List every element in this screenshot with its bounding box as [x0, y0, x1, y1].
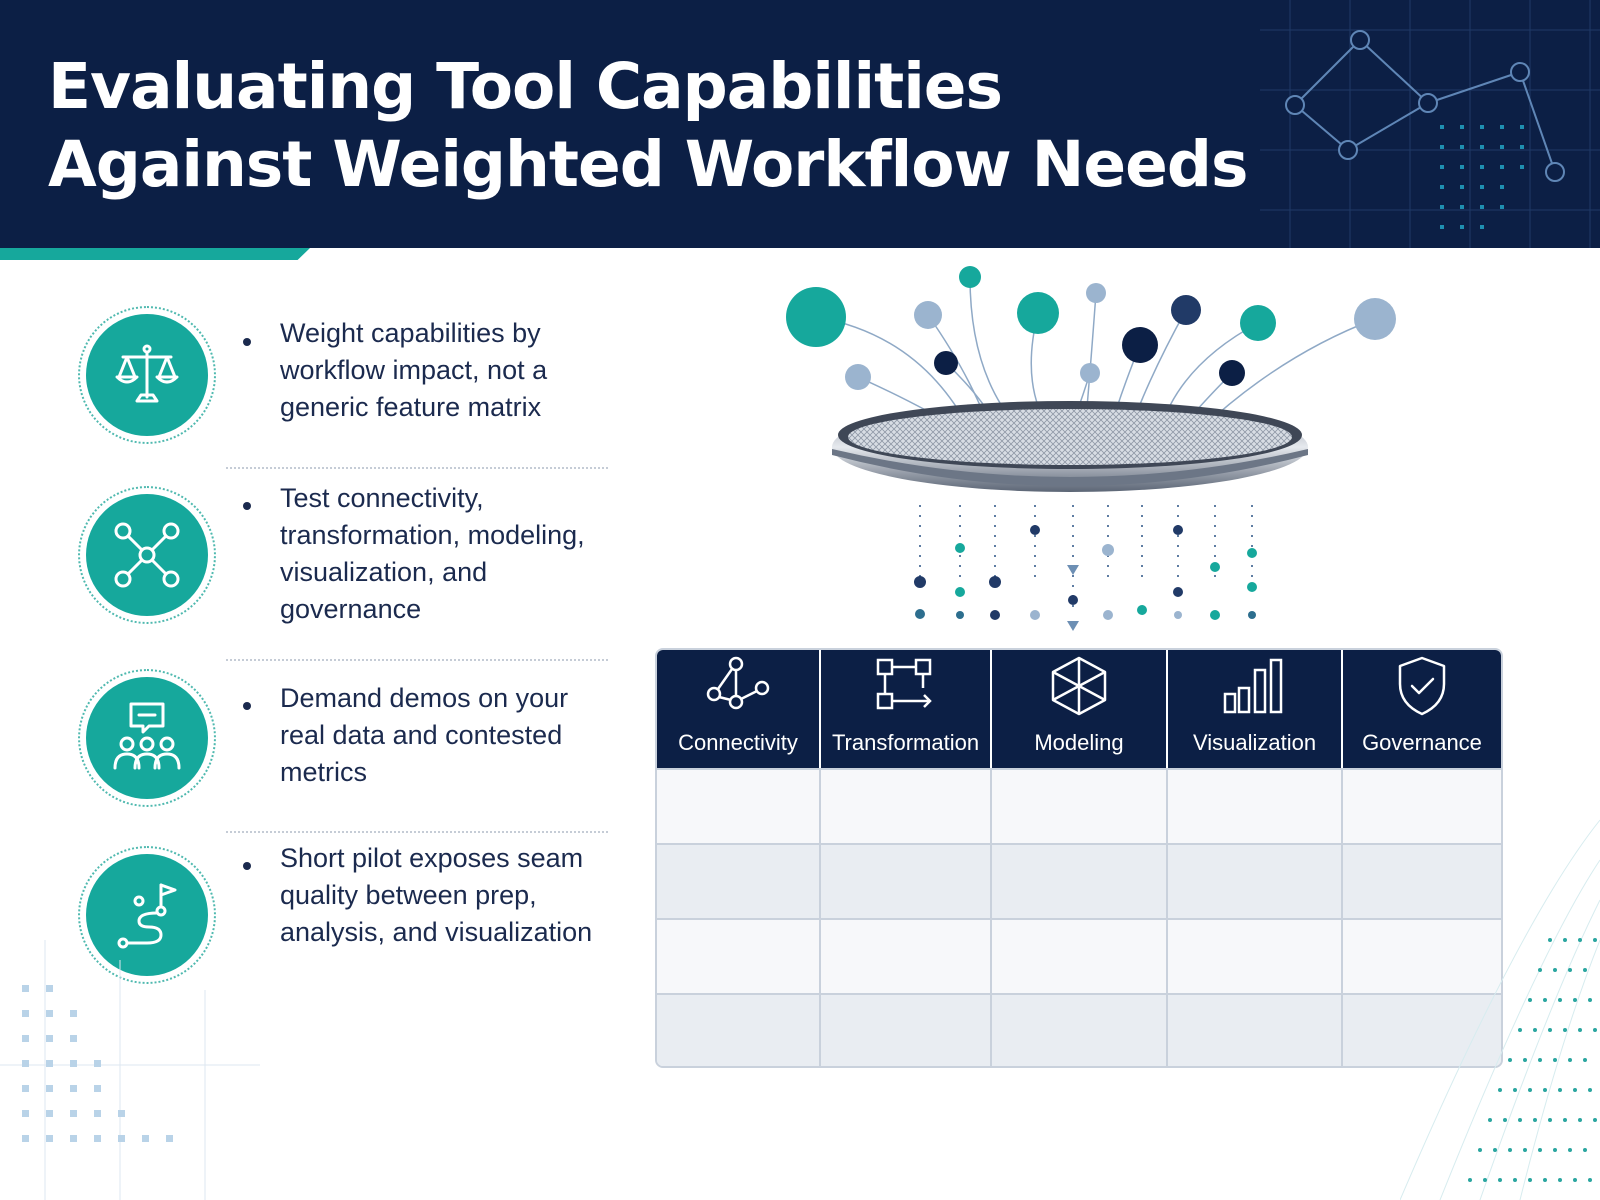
matrix-cell — [1343, 995, 1501, 1066]
page-title: Evaluating Tool Capabilities Against Wei… — [48, 48, 1248, 204]
matrix-cell — [821, 920, 992, 993]
matrix-cell — [657, 995, 821, 1066]
modeling-cube-icon — [1051, 656, 1107, 716]
network-graph-decoration — [1260, 0, 1600, 248]
matrix-cell — [992, 770, 1168, 843]
bullet-text: Weight capabilities by workflow impact, … — [280, 318, 548, 422]
capability-matrix: Connectivity Transformation Modeling — [655, 648, 1503, 1068]
bullet-text: Demand demos on your real data and conte… — [280, 683, 569, 787]
matrix-cell — [821, 995, 992, 1066]
header-banner: Evaluating Tool Capabilities Against Wei… — [0, 0, 1600, 248]
divider — [226, 831, 608, 833]
winding-path-flag-icon — [78, 846, 216, 984]
balance-scale-icon — [78, 306, 216, 444]
bullet-marker — [243, 338, 251, 346]
matrix-cell — [992, 845, 1168, 918]
column-header-governance: Governance — [1343, 650, 1501, 768]
bar-chart-icon — [1223, 658, 1282, 714]
team-chat-icon — [78, 669, 216, 807]
column-header-connectivity: Connectivity — [657, 650, 821, 768]
divider — [226, 467, 608, 469]
bullet-text: Short pilot exposes seam quality between… — [280, 843, 593, 947]
divider — [226, 659, 608, 661]
column-label: Visualization — [1192, 730, 1317, 755]
matrix-cell — [1168, 770, 1343, 843]
matrix-row — [657, 918, 1501, 993]
title-line-2: Against Weighted Workflow Needs — [48, 128, 1248, 201]
bullet-marker — [243, 502, 251, 510]
matrix-cell — [1343, 770, 1501, 843]
column-header-transformation: Transformation — [821, 650, 992, 768]
column-label: Transformation — [831, 730, 980, 755]
matrix-row — [657, 993, 1501, 1066]
matrix-cell — [992, 920, 1168, 993]
matrix-cell — [821, 770, 992, 843]
matrix-cell — [1343, 845, 1501, 918]
bullet-marker — [243, 702, 251, 710]
column-header-modeling: Modeling — [992, 650, 1168, 768]
matrix-cell — [1343, 920, 1501, 993]
connectivity-icon — [706, 656, 770, 710]
bullet-marker — [243, 862, 251, 870]
bullet-text: Test connectivity, transformation, model… — [280, 483, 585, 624]
transformation-icon — [876, 658, 932, 710]
matrix-cell — [657, 770, 821, 843]
matrix-row — [657, 843, 1501, 918]
sieve-illustration — [786, 266, 1396, 631]
column-label: Connectivity — [678, 730, 798, 755]
matrix-cell — [821, 845, 992, 918]
matrix-cell — [992, 995, 1168, 1066]
title-line-1: Evaluating Tool Capabilities — [48, 50, 1003, 123]
matrix-cell — [657, 920, 821, 993]
matrix-cell — [1168, 845, 1343, 918]
column-label: Modeling — [1034, 730, 1124, 755]
column-header-visualization: Visualization — [1168, 650, 1343, 768]
shield-check-icon — [1398, 656, 1446, 716]
matrix-row — [657, 768, 1501, 843]
matrix-cell — [657, 845, 821, 918]
matrix-header-row: Connectivity Transformation Modeling — [657, 650, 1501, 768]
accent-strip — [0, 248, 310, 260]
network-nodes-icon — [78, 486, 216, 624]
matrix-cell — [1168, 995, 1343, 1066]
matrix-cell — [1168, 920, 1343, 993]
column-label: Governance — [1362, 730, 1482, 755]
